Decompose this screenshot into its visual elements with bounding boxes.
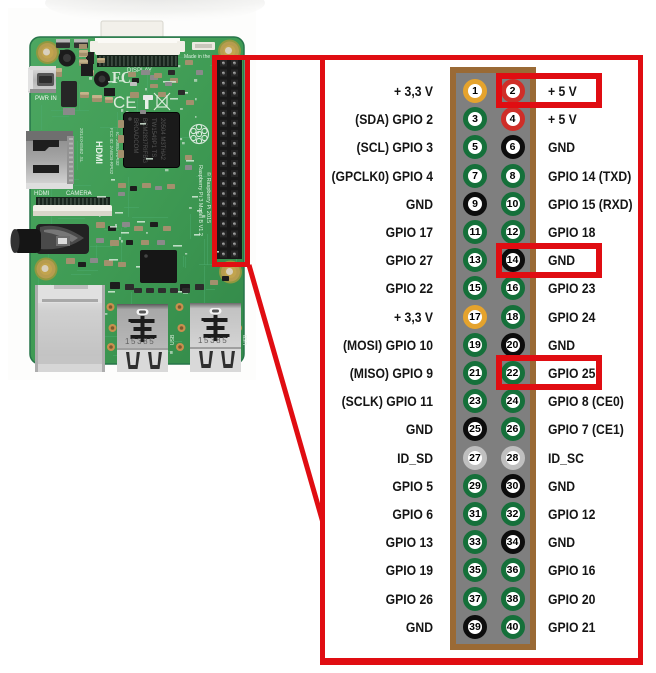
svg-text:BCM2837RIFBG: BCM2837RIFBG [141,118,147,163]
svg-text:Raspberry Pi 3 Model B V1.2: Raspberry Pi 3 Model B V1.2 [197,165,203,236]
svg-text:15385: 15385 [198,336,228,345]
svg-text:CAMERA: CAMERA [66,191,92,197]
svg-text:DISPLAY: DISPLAY [127,68,152,74]
svg-text:FC: FC [112,69,131,87]
svg-text:IC: 20853-RPI32: IC: 20853-RPI32 [115,132,120,166]
svg-text:HDMI: HDMI [34,191,50,197]
svg-text:Made in the: Made in the [184,54,210,60]
svg-text:20504 M3THA2: 20504 M3THA2 [159,118,165,161]
svg-text:© Raspberry Pi 2015: © Raspberry Pi 2015 [205,172,212,223]
svg-text:BROADCOM: BROADCOM [132,118,138,153]
svg-text:TW1549P1 TS: TW1549P1 TS [150,118,156,157]
svg-text:2014:0-E5B2 .SL: 2014:0-E5B2 .SL [79,128,84,163]
svg-text:PWR IN: PWR IN [35,96,57,102]
svg-text:USB: USB [170,334,176,345]
svg-text:HDMI: HDMI [94,141,104,164]
svg-text:15385: 15385 [125,337,155,346]
svg-text:FCC ID: 2ABCB-RPI32: FCC ID: 2ABCB-RPI32 [109,128,114,175]
svg-text:USB: USB [243,334,249,345]
